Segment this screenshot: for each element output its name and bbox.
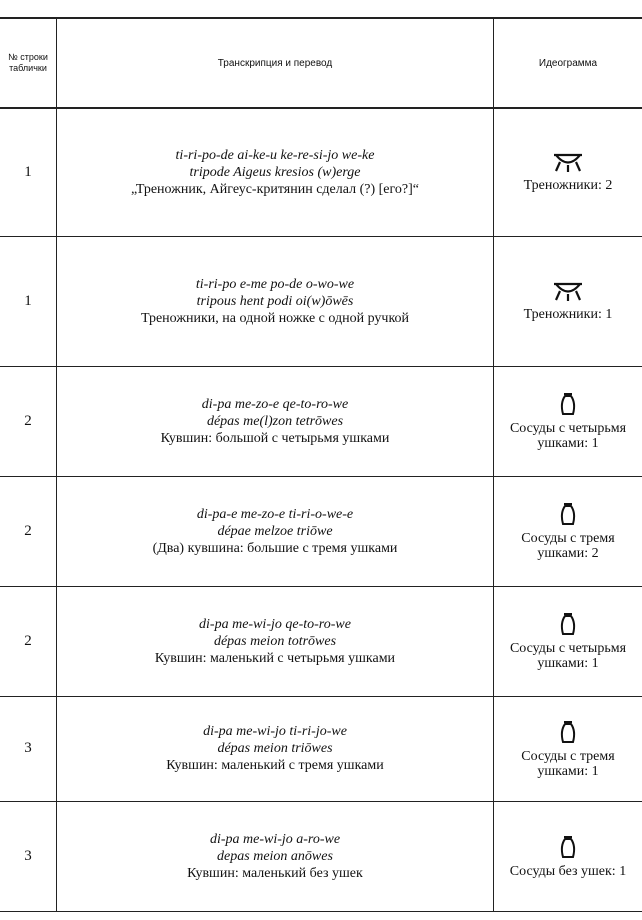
syllabic-text: di-pa me-wi-jo ti-ri-jo-we [203,724,347,739]
transcription-cell: di-pa me-wi-jo a-ro-we depas meion anōwe… [56,801,494,911]
transcription-cell: di-pa me-wi-jo qe-to-ro-we dépas meion t… [56,586,494,696]
ideogram-caption: Треножники: 2 [523,177,613,193]
greek-text: dépae melzoe triōwe [217,523,333,539]
vessel-icon [494,611,642,637]
syllabic-text: ti-ri-po e-me po-de o-wo-we [195,276,355,292]
table-row: 2 di-pa me-wi-jo qe-to-ro-we dépas meion… [0,586,642,696]
translation-text: Треножники, на одной ножке с одной ручко… [140,310,410,326]
transcription-cell: di-pa me-wi-jo ti-ri-jo-we dépas meion t… [56,696,494,801]
translation-text: (Два) кувшина: большие с тремя ушками [152,540,398,556]
vessel-icon [494,719,642,745]
translation-text: Кувшин: большой с четырьмя ушками [160,430,390,446]
row-number: 1 [24,163,32,180]
ideogram-caption: Сосуды без ушек: 1 [509,863,627,879]
syllabic-text: di-pa-e me-zo-e ti-ri-o-we-e [196,506,354,522]
translation-text: „Треножник, Айгеус-критянин сделал (?) [… [131,181,419,197]
ideogram-cell: Сосуды с четырьмя ушками: 1 [493,366,642,476]
vessel-icon [494,501,642,527]
tripod-icon [494,152,642,174]
syllabic-text: di-pa me-wi-jo qe-to-ro-we [199,616,351,632]
translation-text: Кувшин: маленький с четырьмя ушками [154,650,396,666]
row-number: 2 [24,522,32,539]
table-row: 2 di-pa me-zo-e qe-to-ro-we dépas me(l)z… [0,366,642,476]
tripod-icon [494,281,642,303]
table-row: 1 ti-ri-po-de ai-ke-u ke-re-si-jo we-ke … [0,108,642,236]
ideogram-caption: Сосуды с четырьмя ушками: 1 [509,421,627,451]
greek-text: dépas meion triōwes [217,741,333,756]
row-number: 3 [24,847,32,864]
ideogram-cell: Сосуды без ушек: 1 [493,801,642,911]
table-row: 1 ti-ri-po e-me po-de o-wo-we tripous he… [0,236,642,366]
ideogram-cell: Сосуды с тремя ушками: 2 [493,476,642,586]
header-ideogram: Идеограмма [493,18,642,108]
ideogram-caption: Сосуды с тремя ушками: 2 [521,531,615,561]
greek-text: tripode Aigeus kresios (w)erge [189,164,361,180]
ideogram-caption: Треножники: 1 [523,306,613,322]
header-transcription: Транскрипция и перевод [56,18,494,108]
transcription-cell: ti-ri-po-de ai-ke-u ke-re-si-jo we-ke tr… [56,108,494,236]
greek-text: depas meion anōwes [217,848,333,864]
greek-text: tripous hent podi oi(w)ōwēs [196,293,354,309]
row-number: 2 [24,632,32,649]
translation-text: Кувшин: маленький с тремя ушками [166,758,384,773]
header-row-number: № строки таблички [8,52,48,73]
row-number: 1 [24,292,32,309]
vessel-icon [494,834,642,860]
row-number: 3 [24,740,32,756]
transcription-cell: ti-ri-po e-me po-de o-wo-we tripous hent… [56,236,494,366]
ideogram-cell: Треножники: 2 [493,108,642,236]
ideogram-table: № строки таблички Транскрипция и перевод… [0,17,642,912]
ideogram-cell: Сосуды с четырьмя ушками: 1 [493,586,642,696]
greek-text: dépas me(l)zon tetrōwes [206,413,344,429]
table-row: 3 di-pa me-wi-jo a-ro-we depas meion anō… [0,801,642,911]
table-row: 3 di-pa me-wi-jo ti-ri-jo-we dépas meion… [0,696,642,801]
ideogram-caption: Сосуды с тремя ушками: 1 [521,748,615,779]
transcription-cell: di-pa-e me-zo-e ti-ri-o-we-e dépae melzo… [56,476,494,586]
table-row: 2 di-pa-e me-zo-e ti-ri-o-we-e dépae mel… [0,476,642,586]
syllabic-text: ti-ri-po-de ai-ke-u ke-re-si-jo we-ke [175,147,375,163]
vessel-icon [494,391,642,417]
ideogram-cell: Треножники: 1 [493,236,642,366]
ideogram-caption: Сосуды с четырьмя ушками: 1 [509,641,627,671]
syllabic-text: di-pa me-zo-e qe-to-ro-we [201,396,349,412]
ideogram-cell: Сосуды с тремя ушками: 1 [493,696,642,801]
greek-text: dépas meion totrōwes [213,633,337,649]
translation-text: Кувшин: маленький без ушек [187,865,363,881]
row-number: 2 [24,412,32,429]
syllabic-text: di-pa me-wi-jo a-ro-we [209,831,341,847]
transcription-cell: di-pa me-zo-e qe-to-ro-we dépas me(l)zon… [56,366,494,476]
